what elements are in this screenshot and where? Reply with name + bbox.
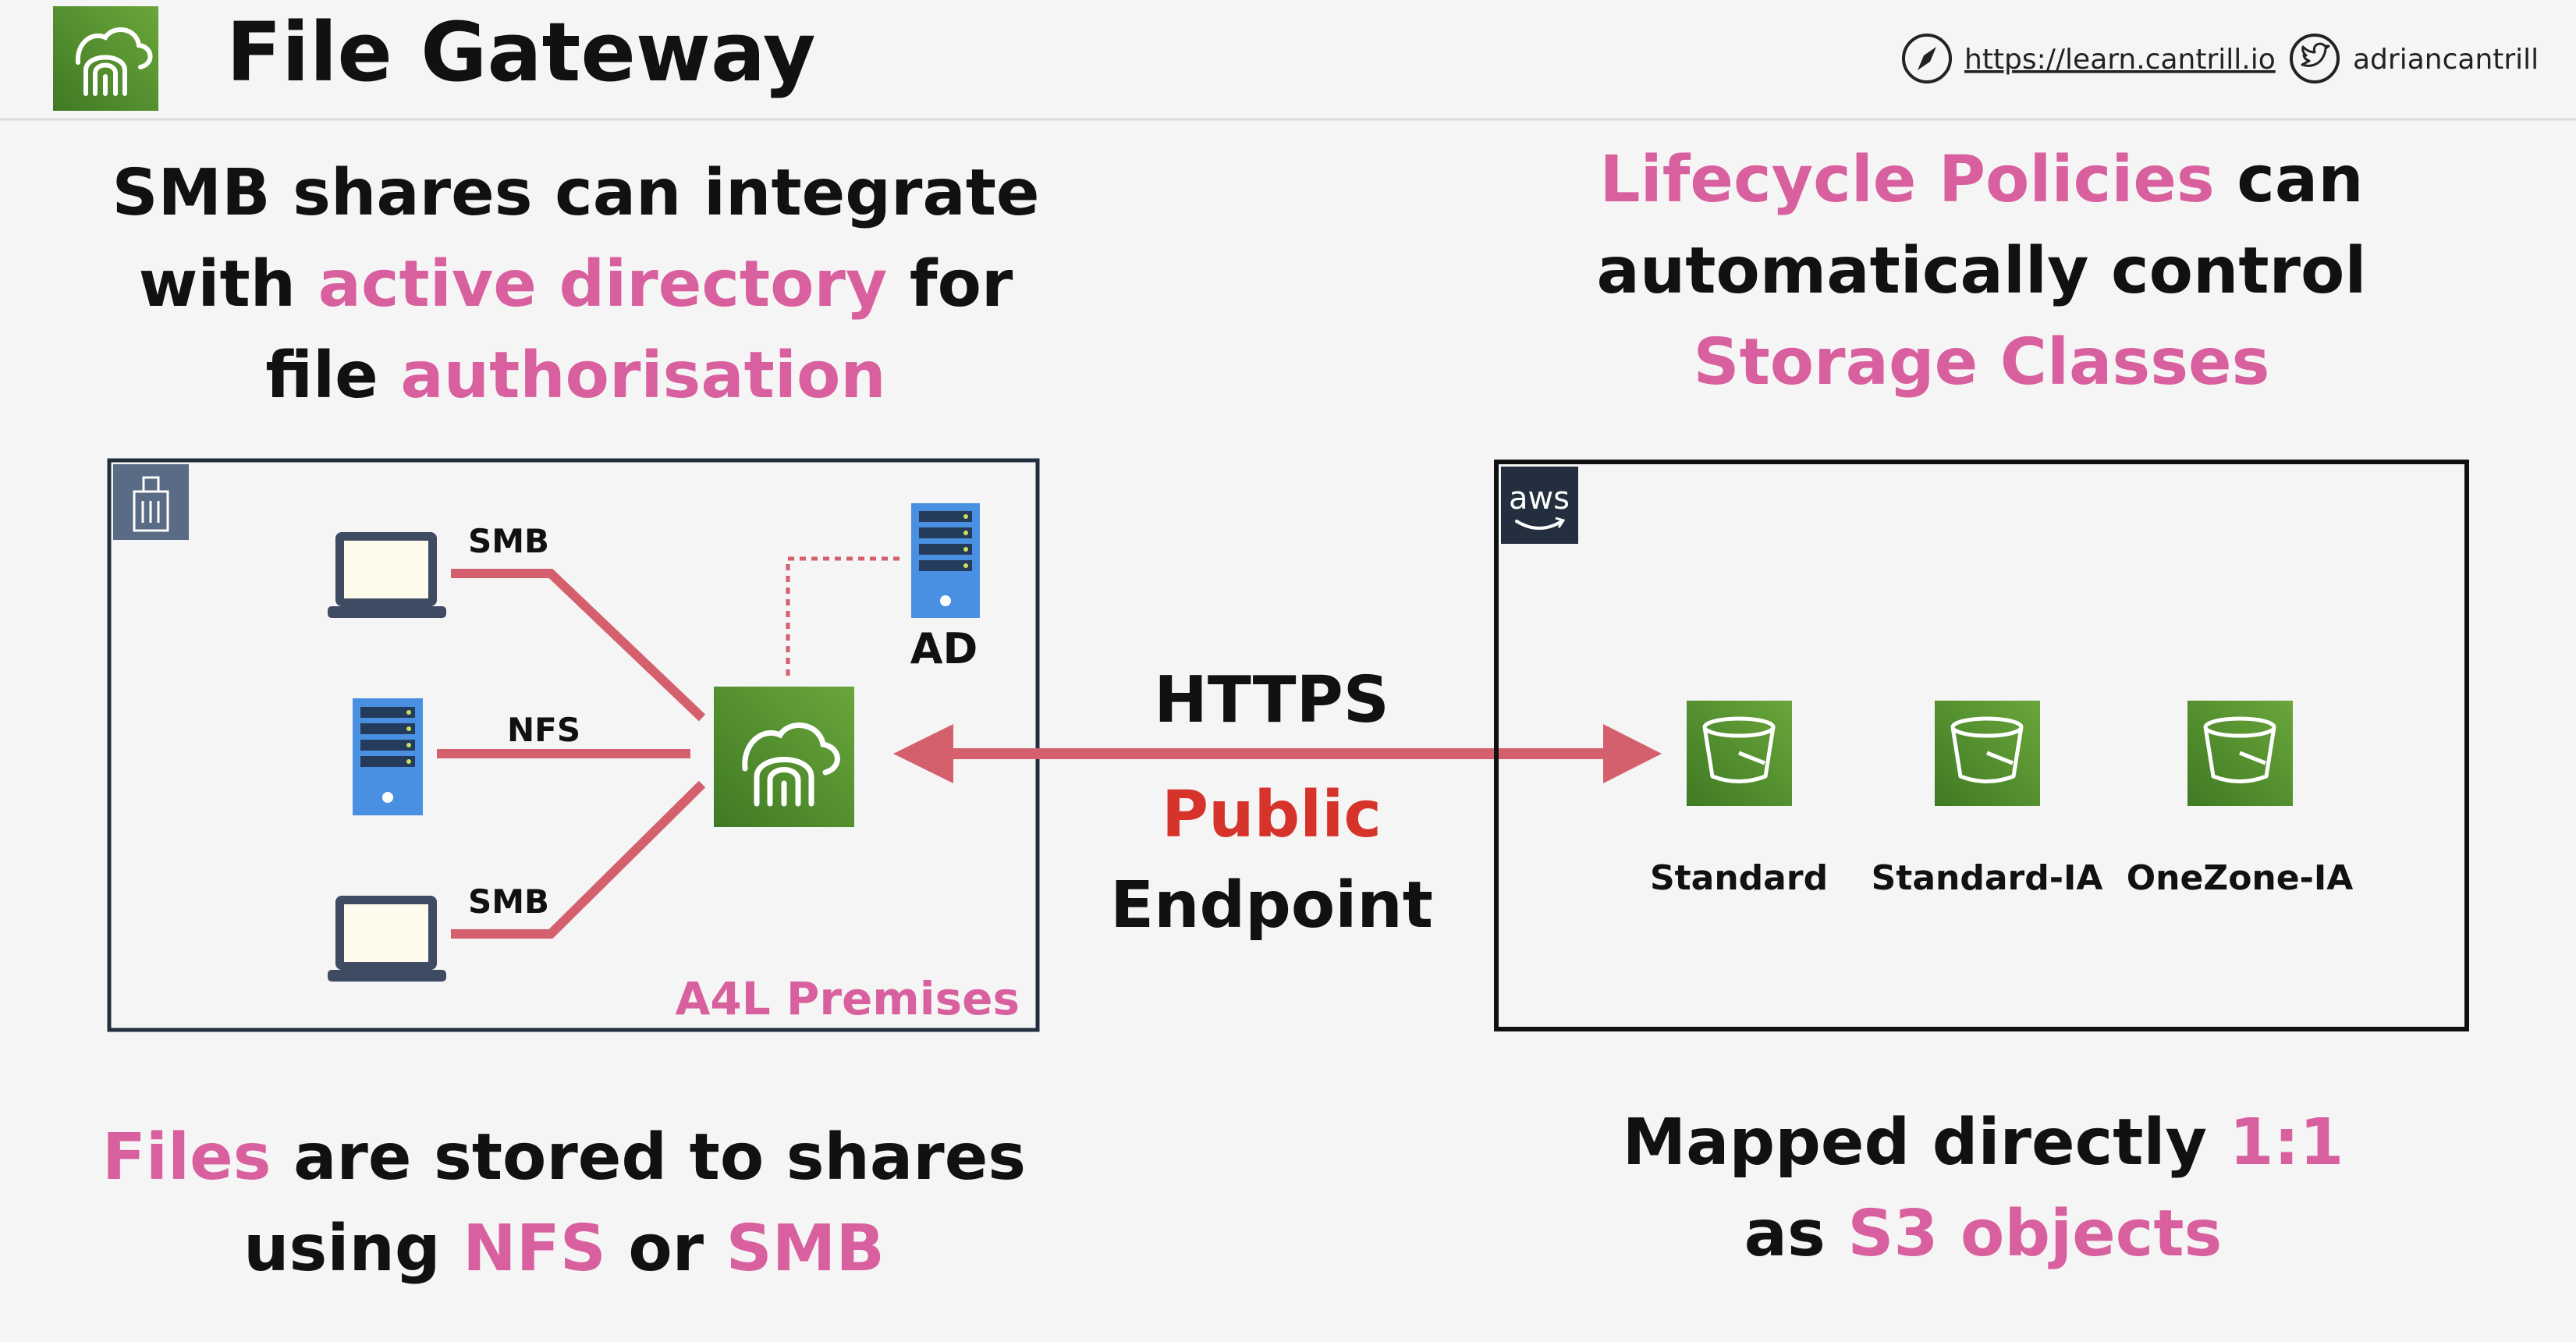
smb-top-link xyxy=(451,569,706,722)
course-url-link[interactable]: https://learn.cantrill.io xyxy=(1964,44,2276,76)
smb-bottom-link xyxy=(451,780,706,939)
https-connection-arrow xyxy=(893,724,1662,783)
svg-text:aws: aws xyxy=(1509,481,1570,517)
header: File Gateway https://learn.cantrill.io a… xyxy=(53,5,2539,111)
page-title: File Gateway xyxy=(226,5,816,100)
bucket-icon xyxy=(2203,716,2276,783)
s3-bucket-standard xyxy=(1687,701,1792,806)
file-gateway-logo-icon xyxy=(53,6,158,111)
bucket-icon xyxy=(1950,716,2024,783)
callout-top-left-line3: file authorisation xyxy=(265,339,885,413)
callout-top-left-line2: with active directory for xyxy=(139,247,1013,321)
aws-logo-icon: aws xyxy=(1501,467,1578,544)
twitter-icon xyxy=(2290,34,2340,83)
premises-label: A4L Premises xyxy=(675,972,1020,1025)
s3-bucket-onezone-ia xyxy=(2187,701,2293,806)
ad-label: AD xyxy=(910,624,978,673)
callout-bottom-right-line1: Mapped directly 1:1 xyxy=(1623,1106,2344,1180)
smb-bottom-label: SMB xyxy=(468,882,549,921)
compass-icon xyxy=(1902,34,1952,83)
bucket-icon xyxy=(1702,716,1776,783)
endpoint-label: Endpoint xyxy=(1110,868,1433,943)
corporate-building-icon xyxy=(113,464,189,540)
bucket-label: Standard xyxy=(1650,858,1828,898)
twitter-handle: adriancantrill xyxy=(2353,44,2539,76)
callout-top-left-line1: SMB shares can integrate xyxy=(112,156,1039,230)
ad-link xyxy=(786,556,899,676)
laptop-icon xyxy=(328,532,446,618)
nfs-label: NFS xyxy=(507,711,580,749)
file-gateway-icon xyxy=(714,687,854,827)
endpoint-type-label: Public xyxy=(1162,778,1382,852)
server-icon xyxy=(353,698,423,815)
bucket-label: Standard-IA xyxy=(1872,858,2103,898)
ad-server-icon xyxy=(911,503,980,618)
callout-top-right-line1: Lifecycle Policies can xyxy=(1599,143,2363,217)
callout-top-right-line3: Storage Classes xyxy=(1694,325,2270,399)
laptop-icon xyxy=(328,896,446,982)
callout-bottom-right-line2: as S3 objects xyxy=(1744,1197,2223,1271)
callout-top-right-line2: automatically control xyxy=(1597,234,2367,308)
protocol-label: HTTPS xyxy=(1154,663,1389,737)
premises-box: A4L Premises xyxy=(107,458,1040,1032)
callout-bottom-left-line1: Files are stored to shares xyxy=(102,1120,1026,1195)
aws-cloud-box: aws xyxy=(1494,460,2469,1031)
callout-bottom-left-line2: using NFS or SMB xyxy=(243,1212,885,1286)
s3-bucket-standard-ia xyxy=(1935,701,2040,806)
bucket-label: OneZone-IA xyxy=(2127,858,2354,898)
smb-top-label: SMB xyxy=(468,522,549,560)
